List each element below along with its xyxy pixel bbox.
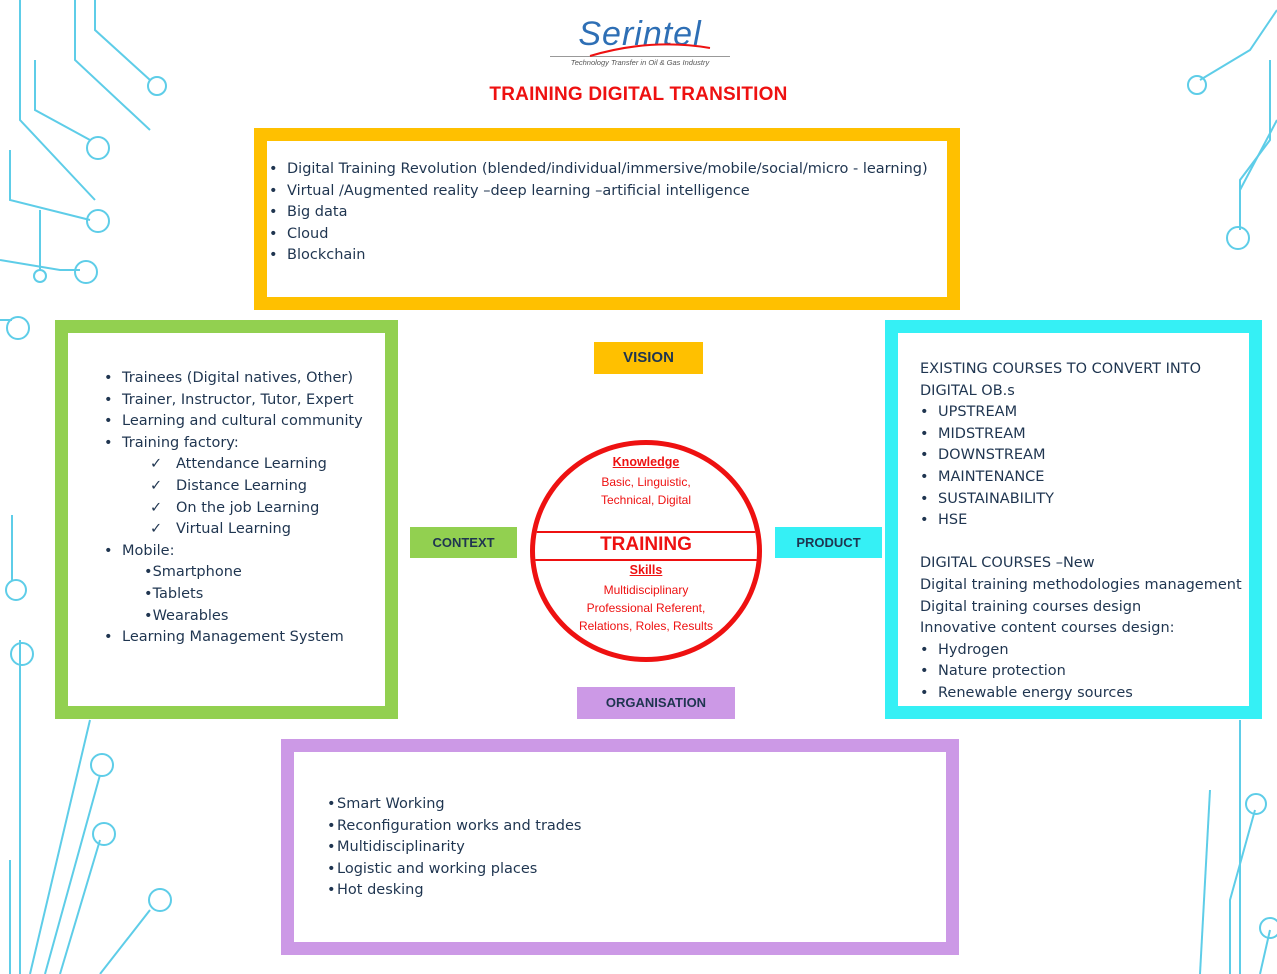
stream-item: MAINTENANCE: [920, 467, 1242, 489]
training-core-circle: Knowledge Basic, Linguistic, Technical, …: [530, 440, 762, 662]
list-item: Mobile:: [104, 541, 363, 563]
context-list: Trainees (Digital natives, Other) Traine…: [104, 368, 363, 649]
factory-item: ✓On the job Learning: [104, 498, 363, 520]
logo-swoosh-icon: [589, 43, 711, 57]
product-label: PRODUCT: [775, 527, 882, 558]
list-item: Smart Working: [327, 794, 582, 816]
product-box: EXISTING COURSES TO CONVERT INTO DIGITAL…: [885, 320, 1262, 719]
factory-item: ✓Attendance Learning: [104, 454, 363, 476]
knowledge-title: Knowledge: [612, 455, 680, 469]
organisation-label: ORGANISATION: [577, 687, 735, 719]
checkmark-icon: ✓: [150, 477, 163, 494]
innovative-item: Hydrogen: [920, 640, 1242, 662]
organisation-box: Smart Working Reconfiguration works and …: [281, 739, 959, 955]
context-box: Trainees (Digital natives, Other) Traine…: [55, 320, 398, 719]
mobile-item: •Smartphone: [144, 564, 242, 581]
innovative-item: Renewable energy sources: [920, 683, 1242, 705]
digital-line: Digital training courses design: [920, 598, 1142, 615]
list-item: Learning Management System: [104, 627, 363, 649]
digital-heading: DIGITAL COURSES –New: [920, 555, 1095, 572]
list-item: Cloud: [269, 224, 928, 246]
list-item: Training factory:: [104, 433, 363, 455]
list-item: Reconfiguration works and trades: [327, 816, 582, 838]
mobile-item: •Tablets: [144, 585, 204, 602]
training-title: TRAINING: [600, 534, 692, 555]
checkmark-icon: ✓: [150, 456, 163, 473]
innovative-item: Nature protection: [920, 661, 1242, 683]
mobile-item: •Wearables: [144, 607, 229, 624]
vision-label: VISION: [594, 342, 703, 374]
product-heading: DIGITAL OB.s: [920, 382, 1015, 399]
list-item: Blockchain: [269, 245, 928, 267]
factory-item: ✓Distance Learning: [104, 476, 363, 498]
stream-item: MIDSTREAM: [920, 424, 1242, 446]
context-label: CONTEXT: [410, 527, 517, 558]
list-item: Trainer, Instructor, Tutor, Expert: [104, 390, 363, 412]
stream-item: DOWNSTREAM: [920, 445, 1242, 467]
page-title: TRAINING DIGITAL TRANSITION: [489, 84, 788, 105]
vision-box: Digital Training Revolution (blended/ind…: [254, 128, 960, 310]
checkmark-icon: ✓: [150, 499, 163, 516]
logo-tagline: Technology Transfer in Oil & Gas Industr…: [550, 56, 730, 67]
stream-item: SUSTAINABILITY: [920, 489, 1242, 511]
product-heading: EXISTING COURSES TO CONVERT INTO: [920, 361, 1202, 377]
training-band: [535, 531, 757, 561]
list-item: Virtual /Augmented reality –deep learnin…: [269, 181, 928, 203]
skills-title: Skills: [629, 563, 663, 577]
factory-item: ✓Virtual Learning: [104, 519, 363, 541]
product-list: EXISTING COURSES TO CONVERT INTO DIGITAL…: [920, 359, 1242, 705]
vision-list: Digital Training Revolution (blended/ind…: [269, 159, 928, 267]
organisation-list: Smart Working Reconfiguration works and …: [327, 794, 582, 902]
list-item: Learning and cultural community: [104, 411, 363, 433]
checkmark-icon: ✓: [150, 521, 163, 538]
list-item: Multidisciplinarity: [327, 837, 582, 859]
digital-line: Innovative content courses design:: [920, 620, 1175, 637]
list-item: Trainees (Digital natives, Other): [104, 368, 363, 390]
list-item: Digital Training Revolution (blended/ind…: [269, 159, 928, 181]
skills-text: Multidisciplinary Professional Referent,…: [578, 583, 714, 633]
brand-logo: Serintel Technology Transfer in Oil & Ga…: [540, 14, 740, 72]
digital-line: Digital training methodologies managemen…: [920, 576, 1242, 593]
list-item: Big data: [269, 202, 928, 224]
list-item: Hot desking: [327, 880, 582, 902]
knowledge-text: Basic, Linguistic, Technical, Digital: [600, 475, 692, 507]
stream-item: UPSTREAM: [920, 402, 1242, 424]
list-item: Logistic and working places: [327, 859, 582, 881]
spacer: [920, 532, 1242, 554]
stream-item: HSE: [920, 510, 1242, 532]
